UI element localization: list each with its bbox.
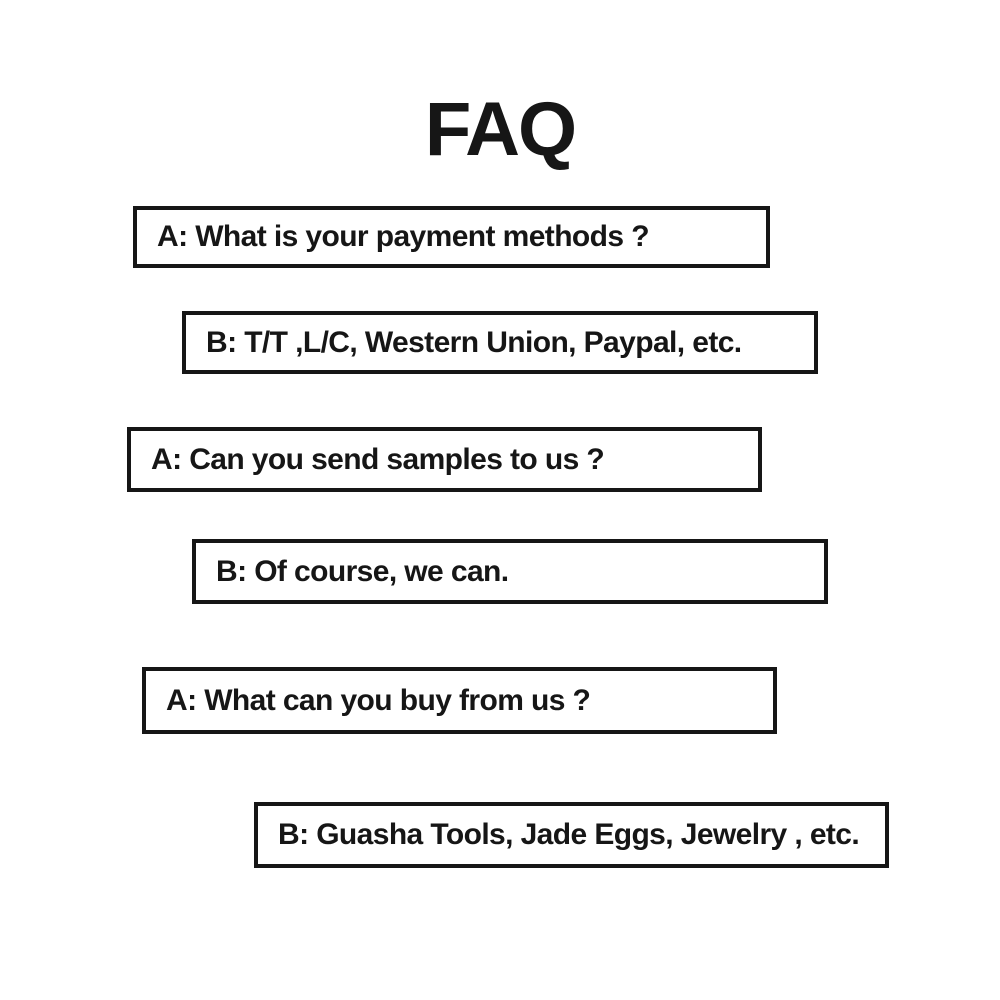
- page-title: FAQ: [424, 87, 577, 172]
- faq-answer-box-products: B: Guasha Tools, Jade Eggs, Jewelry , et…: [254, 802, 889, 868]
- faq-question-box-payment: A: What is your payment methods ?: [133, 206, 770, 268]
- faq-question-box-samples: A: Can you send samples to us ?: [127, 427, 762, 492]
- faq-answer-box-samples: B: Of course, we can.: [192, 539, 828, 604]
- faq-answer-box-payment: B: T/T ,L/C, Western Union, Paypal, etc.: [182, 311, 818, 374]
- faq-question-box-products: A: What can you buy from us ?: [142, 667, 777, 734]
